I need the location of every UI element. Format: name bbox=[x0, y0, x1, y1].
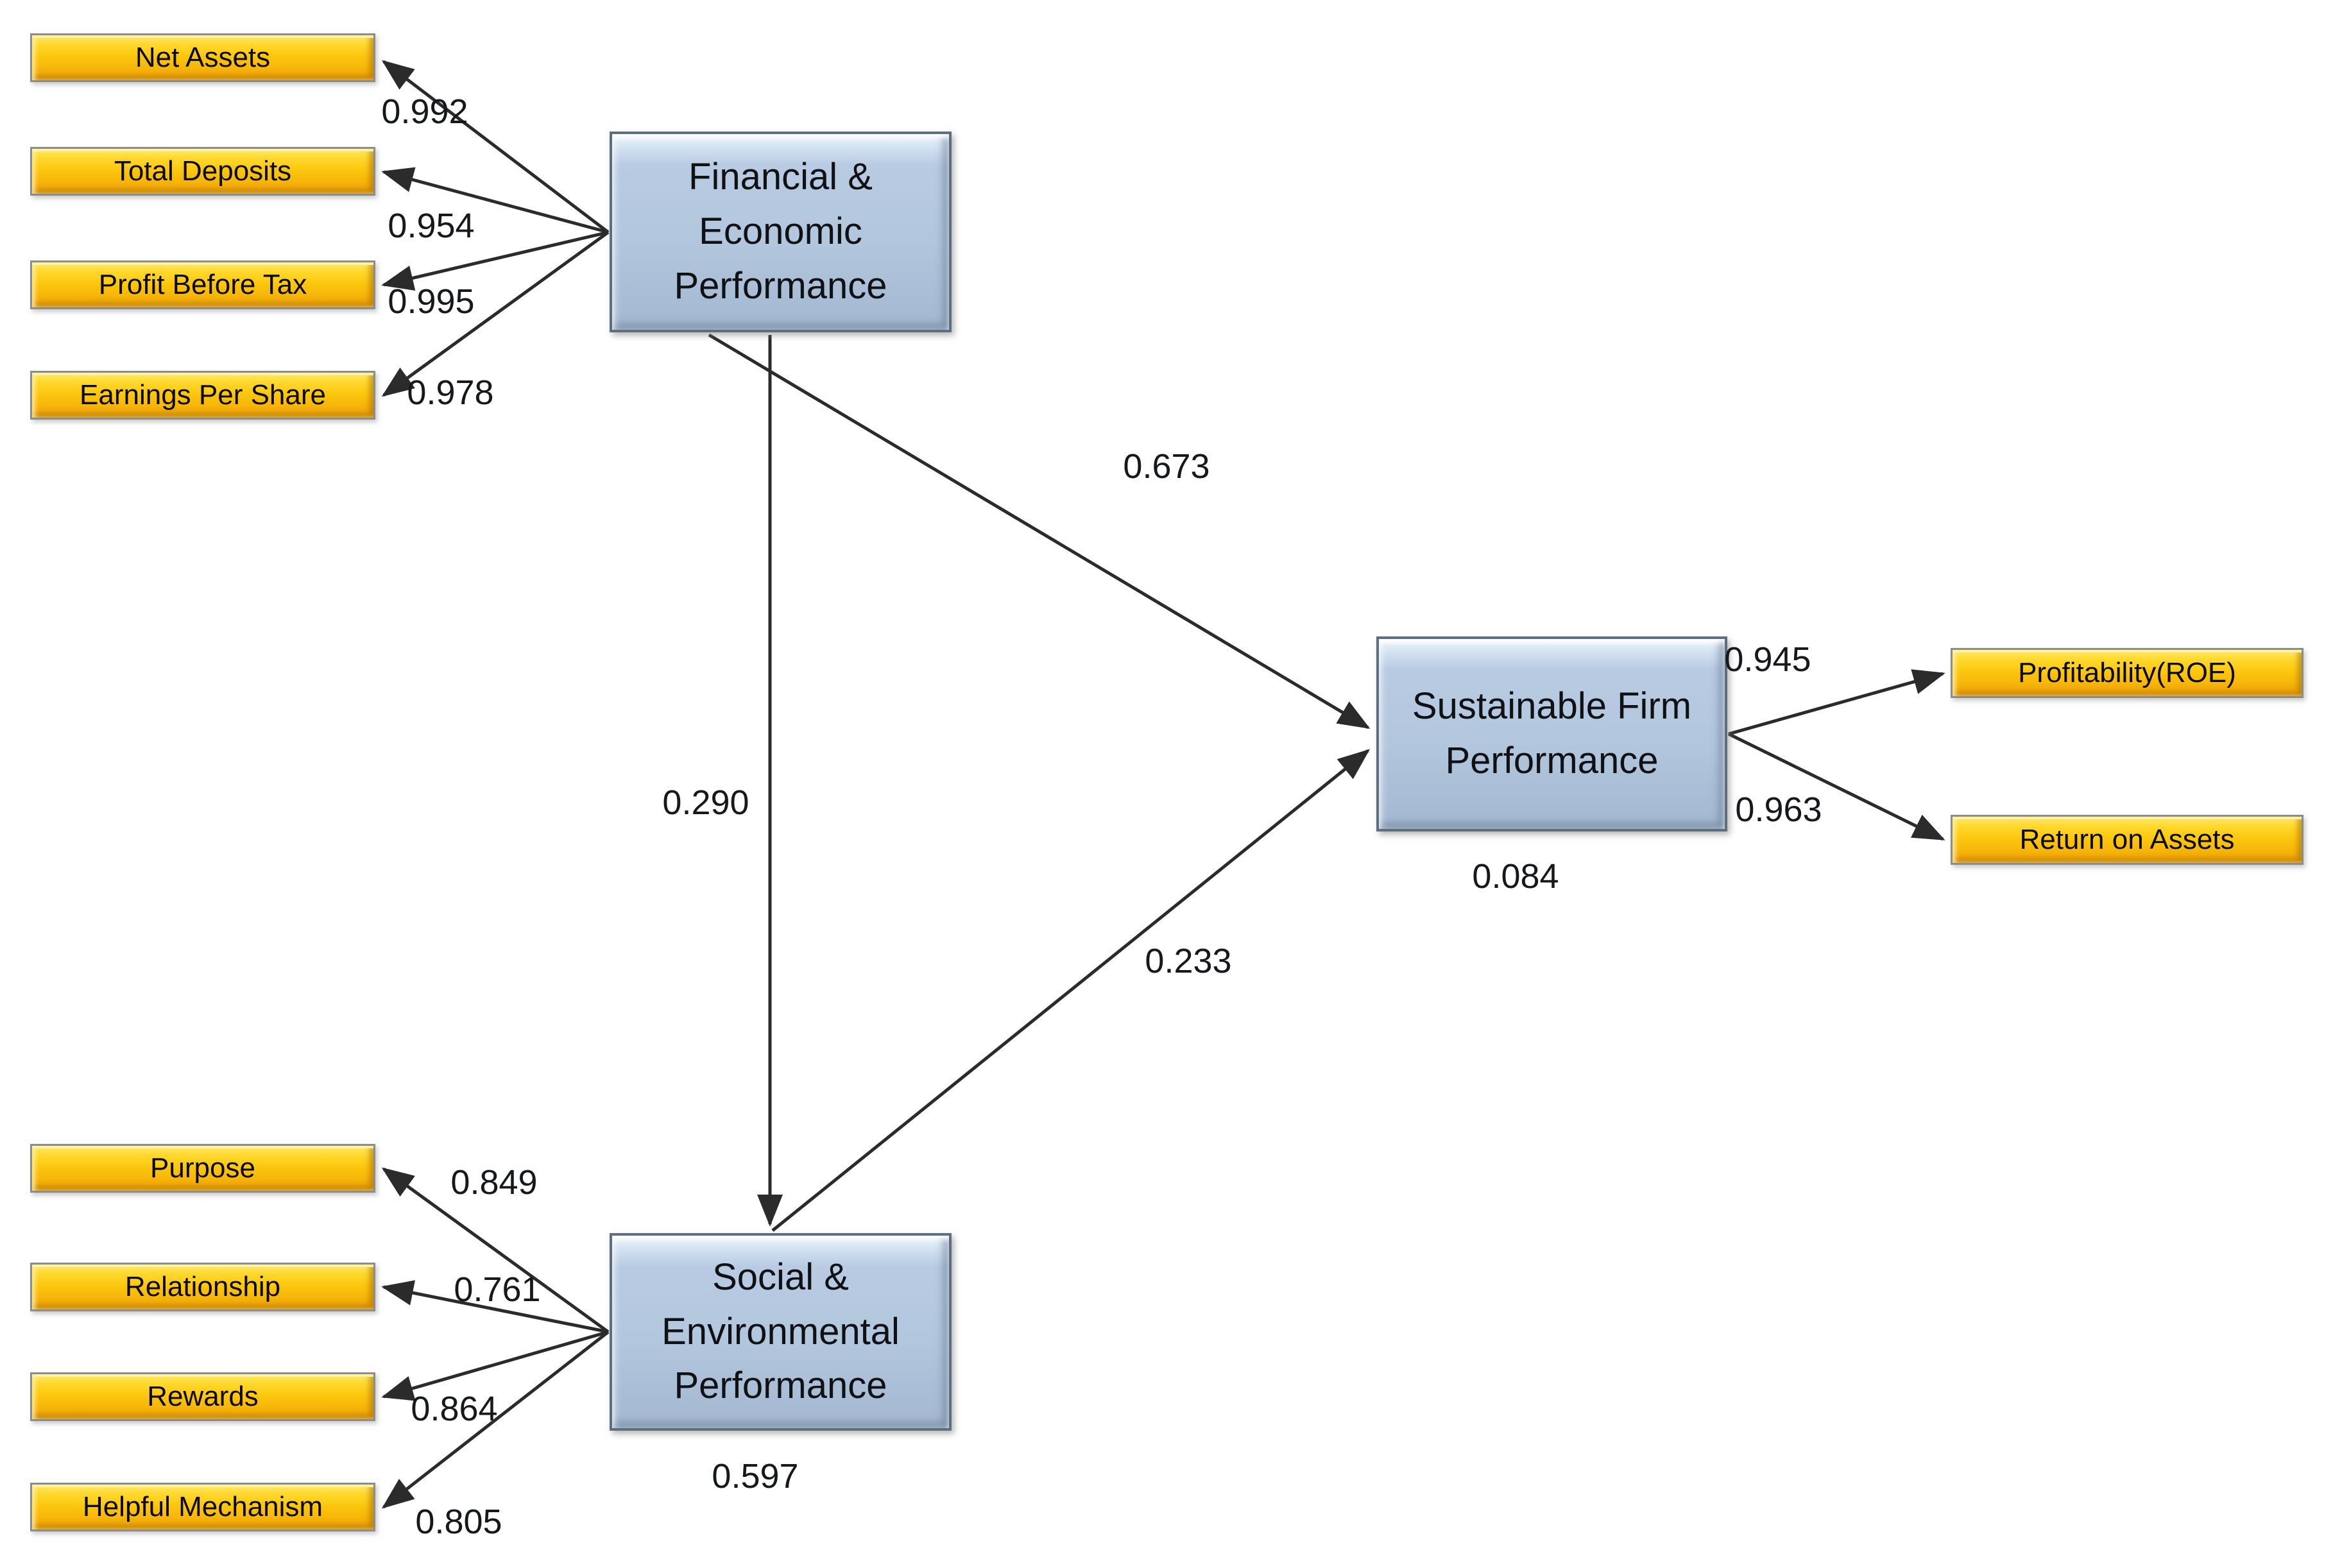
indicator-label: Profitability(ROE) bbox=[2018, 657, 2236, 688]
indicator-net-assets[interactable]: Net Assets bbox=[30, 33, 375, 82]
indicator-profit-before-tax[interactable]: Profit Before Tax bbox=[30, 260, 375, 309]
indicator-return-on-assets[interactable]: Return on Assets bbox=[1951, 815, 2304, 865]
indicator-label: Profit Before Tax bbox=[98, 269, 307, 300]
construct-sustainable-firm-performance[interactable]: Sustainable Firm Performance bbox=[1376, 636, 1727, 831]
indicator-label: Net Assets bbox=[135, 42, 271, 73]
indicator-label: Total Deposits bbox=[114, 155, 292, 187]
indicator-earnings-per-share[interactable]: Earnings Per Share bbox=[30, 371, 375, 420]
construct-social-environmental-performance[interactable]: Social & Environmental Performance bbox=[610, 1233, 952, 1431]
indicator-helpful-mechanism[interactable]: Helpful Mechanism bbox=[30, 1483, 375, 1531]
loading-relationship: 0.761 bbox=[454, 1270, 541, 1309]
r-squared-social: 0.597 bbox=[712, 1457, 799, 1496]
loading-return-on-assets: 0.963 bbox=[1735, 790, 1822, 829]
indicator-label: Helpful Mechanism bbox=[82, 1491, 323, 1522]
loading-profitability-roe: 0.945 bbox=[1724, 640, 1811, 679]
loading-helpful-mechanism: 0.805 bbox=[415, 1503, 502, 1541]
indicator-profitability-roe[interactable]: Profitability(ROE) bbox=[1951, 648, 2304, 698]
indicator-label: Return on Assets bbox=[2019, 824, 2235, 855]
indicator-relationship[interactable]: Relationship bbox=[30, 1263, 375, 1311]
loading-net-assets: 0.992 bbox=[381, 92, 468, 131]
indicator-label: Earnings Per Share bbox=[80, 379, 326, 411]
indicator-label: Relationship bbox=[124, 1271, 281, 1302]
loading-purpose: 0.849 bbox=[450, 1163, 538, 1202]
indicator-label: Purpose bbox=[150, 1152, 255, 1184]
loading-rewards: 0.864 bbox=[411, 1390, 498, 1428]
construct-label: Sustainable Firm Performance bbox=[1412, 685, 1692, 781]
loading-total-deposits: 0.954 bbox=[388, 207, 475, 245]
path-coefficient-social-to-sustainable: 0.233 bbox=[1145, 942, 1232, 980]
indicator-purpose[interactable]: Purpose bbox=[30, 1144, 375, 1193]
loading-profit-before-tax: 0.995 bbox=[388, 282, 475, 321]
construct-financial-economic-performance[interactable]: Financial & Economic Performance bbox=[610, 132, 952, 332]
construct-label: Social & Environmental Performance bbox=[662, 1256, 900, 1407]
loading-earnings-per-share: 0.978 bbox=[407, 373, 494, 412]
indicator-total-deposits[interactable]: Total Deposits bbox=[30, 147, 375, 196]
r-squared-sustainable: 0.084 bbox=[1472, 857, 1559, 896]
path-coefficient-financial-to-sustainable: 0.673 bbox=[1123, 447, 1210, 486]
path-coefficient-financial-to-social: 0.290 bbox=[662, 783, 749, 822]
indicator-label: Rewards bbox=[147, 1381, 259, 1412]
construct-label: Financial & Economic Performance bbox=[674, 156, 887, 307]
indicator-rewards[interactable]: Rewards bbox=[30, 1372, 375, 1421]
